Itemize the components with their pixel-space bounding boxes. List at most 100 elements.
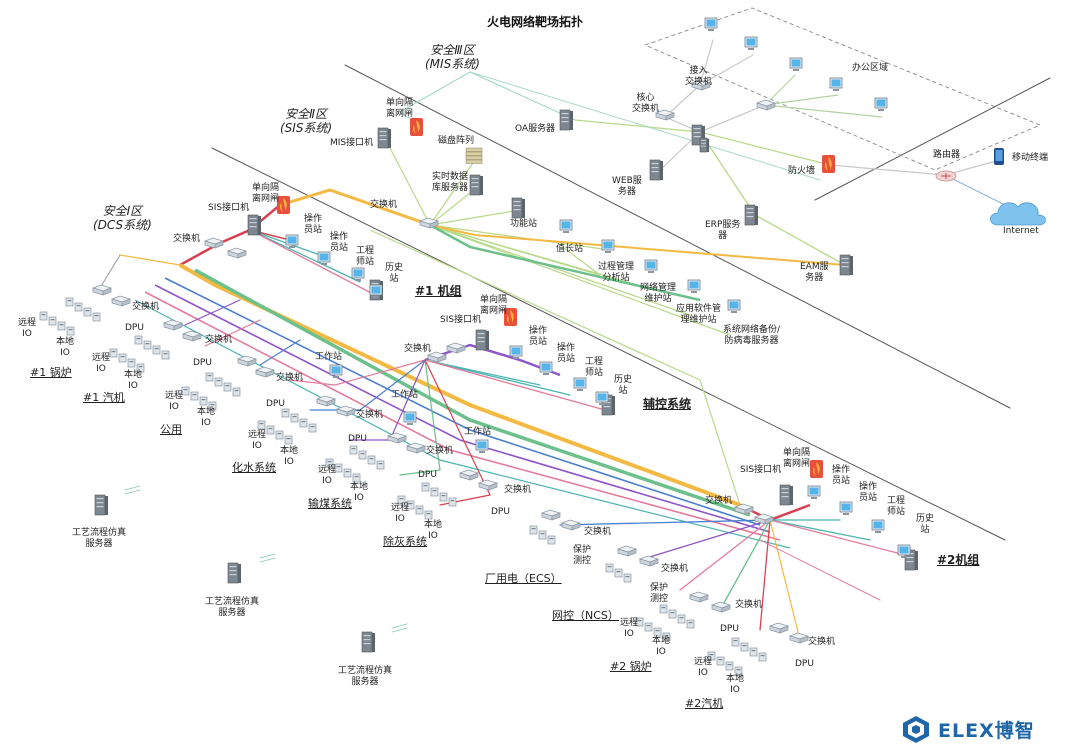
remote-io-label-water: 远程 IO	[248, 430, 267, 451]
sim-server-label-3: 工艺流程仿真 服务器	[338, 666, 393, 687]
section-unit2: #2机组	[937, 553, 980, 567]
server-icon	[94, 494, 108, 516]
switch-icon	[181, 330, 203, 342]
link-line	[389, 147, 431, 226]
switch-icon	[405, 442, 427, 454]
section-ncs: 网控（NCS）	[552, 609, 619, 622]
pc-icon	[744, 36, 758, 50]
duty-station-label: 值长站	[556, 244, 584, 254]
link-line	[719, 519, 771, 611]
section-common: 公用	[160, 423, 182, 436]
pc-icon	[874, 97, 888, 111]
io-module-icon	[662, 632, 671, 642]
server-icon	[227, 562, 241, 584]
section-water: 化水系统	[232, 461, 276, 474]
section-boiler2: #2 锅炉	[610, 660, 652, 673]
link-line	[639, 519, 771, 561]
link-line	[144, 291, 781, 541]
io-module-icon	[415, 505, 424, 515]
io-module-icon	[143, 340, 152, 350]
brand-logo: ELEX博智	[900, 714, 1060, 744]
switch-icon	[458, 469, 480, 481]
rtdb-label: 实时数据 库服务器	[432, 172, 469, 193]
zone-label-dcs: 安全Ⅰ区 (DCS系统)	[93, 204, 152, 232]
phone-icon	[994, 148, 1004, 165]
io-module-icon	[734, 666, 743, 676]
io-module-icon	[127, 358, 136, 368]
operator-label-u1a: 操作 员站	[304, 214, 323, 235]
firewall-icon	[277, 196, 290, 214]
io-module-icon	[358, 450, 367, 460]
link-line	[699, 54, 754, 86]
switch-icon	[710, 601, 732, 613]
switch-label-u2: 交换机	[705, 496, 733, 506]
sim-server-label-2: 工艺流程仿真 服务器	[205, 597, 260, 618]
link-line	[164, 277, 761, 526]
switch-icon	[477, 479, 499, 491]
link-line	[259, 339, 301, 366]
pc-icon	[595, 391, 609, 405]
operator-label-u2b: 操作 员站	[859, 482, 878, 503]
io-module-icon	[653, 627, 662, 637]
sis-iface-label-aux: SIS接口机	[440, 315, 482, 325]
server-icon	[469, 174, 483, 196]
link-line	[829, 164, 946, 176]
logo-icon	[903, 716, 929, 743]
network-nodes	[39, 17, 1046, 676]
switch-icon	[788, 632, 810, 644]
router-label: 路由器	[933, 150, 961, 160]
io-module-icon	[199, 396, 208, 406]
io-module-icon	[749, 647, 758, 657]
io-module-icon	[299, 418, 308, 428]
link-line	[429, 224, 611, 251]
zone-boundary-mis	[344, 64, 1011, 409]
io-module-icon	[136, 363, 145, 373]
io-module-icon	[275, 430, 284, 440]
core-switch-label: 核心 交换机	[632, 93, 660, 114]
link-line	[699, 131, 831, 166]
io-module-icon	[308, 423, 317, 433]
link-line	[764, 104, 883, 118]
link-line	[259, 557, 276, 563]
remote-io-label-b2: 远程 IO	[620, 618, 639, 639]
local-io-label-t1: 本地 IO	[124, 370, 143, 391]
io-module-icon	[686, 619, 695, 629]
pc-icon	[829, 77, 843, 91]
sim-server-label-1: 工艺流程仿真 服务器	[72, 528, 127, 549]
io-module-icon	[205, 372, 214, 382]
operator-label-u1b: 操作 员站	[330, 232, 349, 253]
io-module-icon	[325, 458, 334, 468]
remote-io-label-coal: 远程 IO	[318, 465, 337, 486]
link-line	[429, 223, 701, 302]
io-module-icon	[161, 350, 170, 360]
link-line	[134, 299, 791, 549]
link-line	[359, 359, 426, 411]
switch-icon	[733, 503, 755, 515]
section-ecs: 厂用电（ECS）	[485, 572, 562, 585]
router-icon	[935, 170, 957, 182]
switch-icon	[753, 513, 775, 525]
io-module-icon	[48, 316, 57, 326]
switch-icon	[162, 319, 184, 331]
pc-icon	[351, 267, 365, 281]
link-line	[769, 519, 906, 556]
switch-label-coal: 交换机	[426, 446, 454, 456]
io-module-icon	[635, 617, 644, 627]
local-io-label-t2: 本地 IO	[726, 674, 745, 695]
disk-array-icon	[465, 147, 483, 164]
dpu-label-b1: DPU	[125, 323, 144, 333]
link-line	[99, 254, 121, 289]
server-icon	[744, 204, 758, 226]
link-line	[574, 119, 701, 133]
server-icon	[839, 254, 853, 276]
operator-label-auxb: 操作 员站	[557, 343, 576, 364]
sis-iface-label-u1: SIS接口机	[208, 203, 250, 213]
io-module-icon	[65, 297, 74, 307]
operator-label-auxa: 操作 员站	[529, 326, 548, 347]
link-line	[424, 359, 606, 411]
link-line	[179, 263, 741, 507]
section-coal: 输煤系统	[308, 497, 352, 510]
io-module-icon	[424, 510, 433, 520]
link-line	[119, 254, 181, 266]
link-line	[699, 39, 714, 86]
